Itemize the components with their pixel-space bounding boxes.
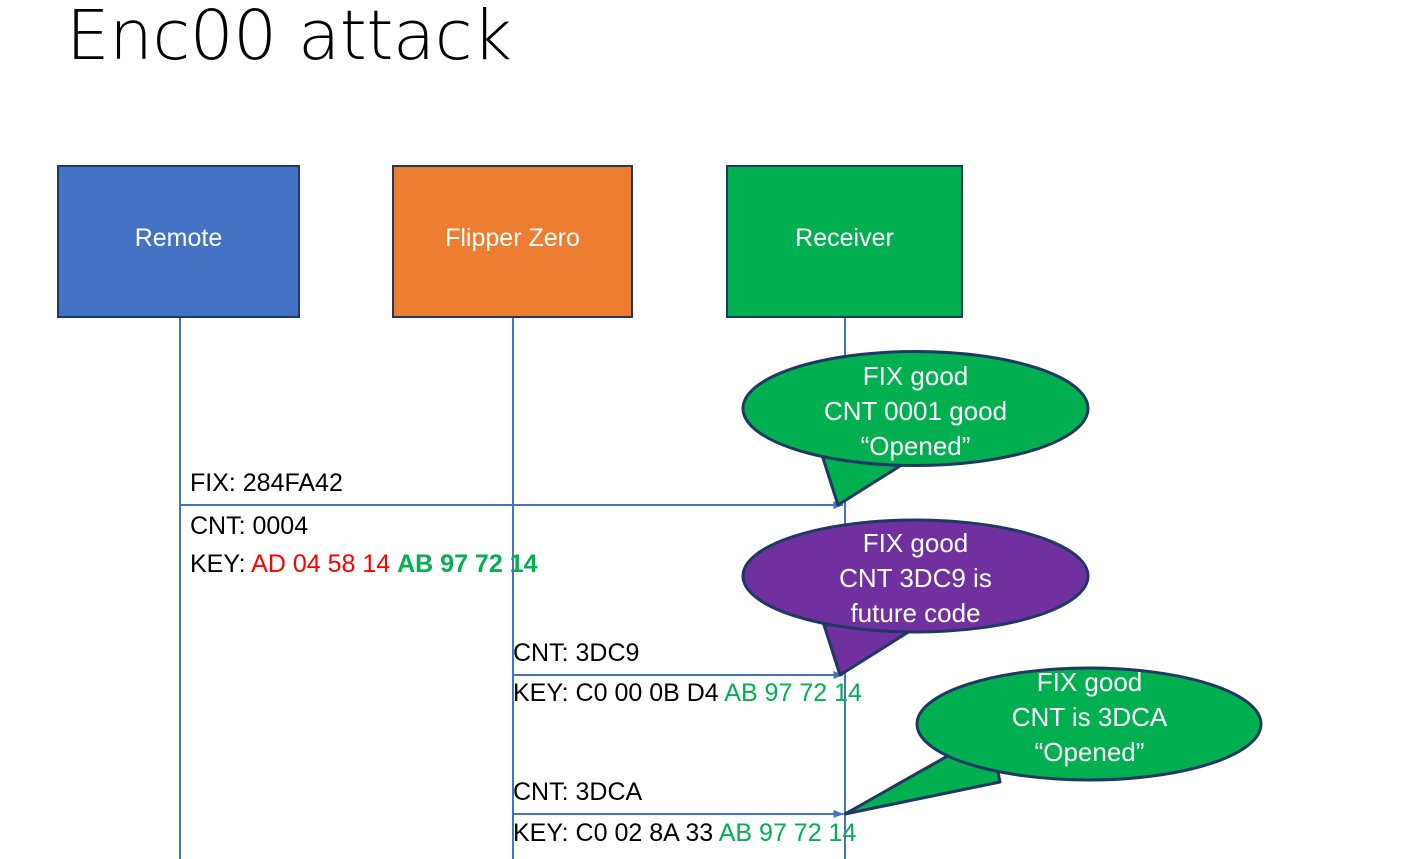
- actor-label-flipper: Flipper Zero: [445, 224, 580, 252]
- message-1-key-label: KEY: AD 04 58 14 AB 97 72 14: [190, 552, 538, 577]
- callout-3-line-1: FIX good: [1036, 667, 1143, 697]
- message-1-fix-label: FIX: 284FA42: [190, 469, 343, 497]
- key-second-segment: AB 97 72 14: [397, 550, 538, 578]
- callout-2-line-3: future code: [850, 598, 981, 628]
- key-first-segment: C0 02 8A 33: [575, 819, 714, 847]
- key-first-segment: AD 04 58 14: [251, 550, 391, 578]
- message-2-key-label: KEY: C0 00 0B D4 AB 97 72 14: [513, 681, 862, 706]
- message-1-cnt-label: CNT: 0004: [190, 512, 309, 540]
- callout-3-line-2: CNT is 3DCA: [1011, 702, 1168, 732]
- key-second-segment: AB 97 72 14: [724, 679, 862, 707]
- callout-1-line-3: “Opened”: [860, 431, 971, 461]
- actor-box-remote[interactable]: Remote: [57, 165, 300, 318]
- key-second-segment: AB 97 72 14: [718, 819, 857, 847]
- key-prefix: KEY:: [513, 819, 576, 847]
- message-2-cnt-label: CNT: 3DC9: [513, 639, 640, 667]
- callout-3-text: FIX good CNT is 3DCA “Opened”: [917, 665, 1262, 770]
- callout-2-line-1: FIX good: [862, 528, 969, 558]
- page-title: Enc00 attack: [66, 0, 512, 76]
- callout-1-shape: [741, 350, 1090, 507]
- key-prefix: KEY:: [513, 679, 576, 707]
- callout-2-text: FIX good CNT 3DC9 is future code: [743, 526, 1088, 631]
- callout-1-text: FIX good CNT 0001 good “Opened”: [743, 359, 1088, 464]
- message-3-key-label: KEY: C0 02 8A 33 AB 97 72 14: [513, 821, 856, 846]
- callout-1-line-1: FIX good: [862, 361, 969, 391]
- actor-box-flipper[interactable]: Flipper Zero: [392, 165, 633, 318]
- callout-3-line-3: “Opened”: [1034, 737, 1145, 767]
- callout-2-line-2: CNT 3DC9 is: [839, 563, 992, 593]
- actor-label-receiver: Receiver: [795, 224, 894, 252]
- actor-label-remote: Remote: [134, 224, 223, 252]
- callout-3-shape: [843, 666, 1263, 816]
- key-prefix: KEY:: [190, 550, 252, 578]
- callout-1-line-2: CNT 0001 good: [823, 396, 1008, 426]
- actor-box-receiver[interactable]: Receiver: [726, 165, 963, 318]
- callout-2-shape: [741, 518, 1090, 677]
- message-3-cnt-label: CNT: 3DCA: [513, 778, 643, 806]
- key-first-segment: C0 00 0B D4: [575, 679, 719, 707]
